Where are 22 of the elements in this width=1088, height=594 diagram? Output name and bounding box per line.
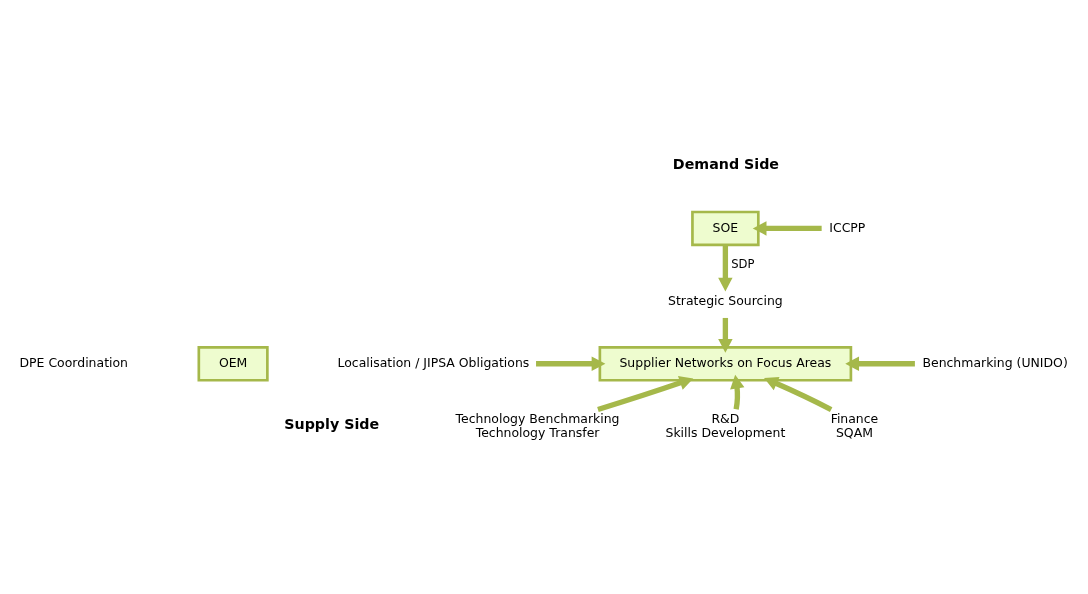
node-text: R&D Skills Development — [665, 411, 786, 440]
node-text: Technology Benchmarking Technology Transfer — [455, 411, 620, 440]
arrow — [718, 245, 733, 292]
arrow — [597, 376, 694, 413]
node-text: Finance SQAM — [830, 411, 879, 440]
arrow — [752, 221, 822, 236]
edge-label: SDP — [731, 257, 755, 272]
node-text: ICCPP — [829, 219, 866, 235]
label: DPE Coordination — [19, 355, 129, 371]
node-box: SOE — [691, 210, 760, 247]
node-text: Benchmarking (UNIDO) — [922, 355, 1068, 371]
arrow — [536, 356, 606, 371]
node-box: OEM — [197, 345, 269, 382]
arrow — [718, 317, 733, 353]
arrow — [764, 376, 833, 412]
arrow — [845, 356, 915, 371]
label: Demand Side — [672, 156, 780, 173]
label: Supply Side — [284, 416, 380, 433]
node-text: Localisation / JIPSA Obligations — [337, 355, 530, 371]
arrow — [730, 374, 745, 410]
node-text: Strategic Sourcing — [668, 293, 783, 309]
node-box: Supplier Networks on Focus Areas — [598, 345, 853, 382]
